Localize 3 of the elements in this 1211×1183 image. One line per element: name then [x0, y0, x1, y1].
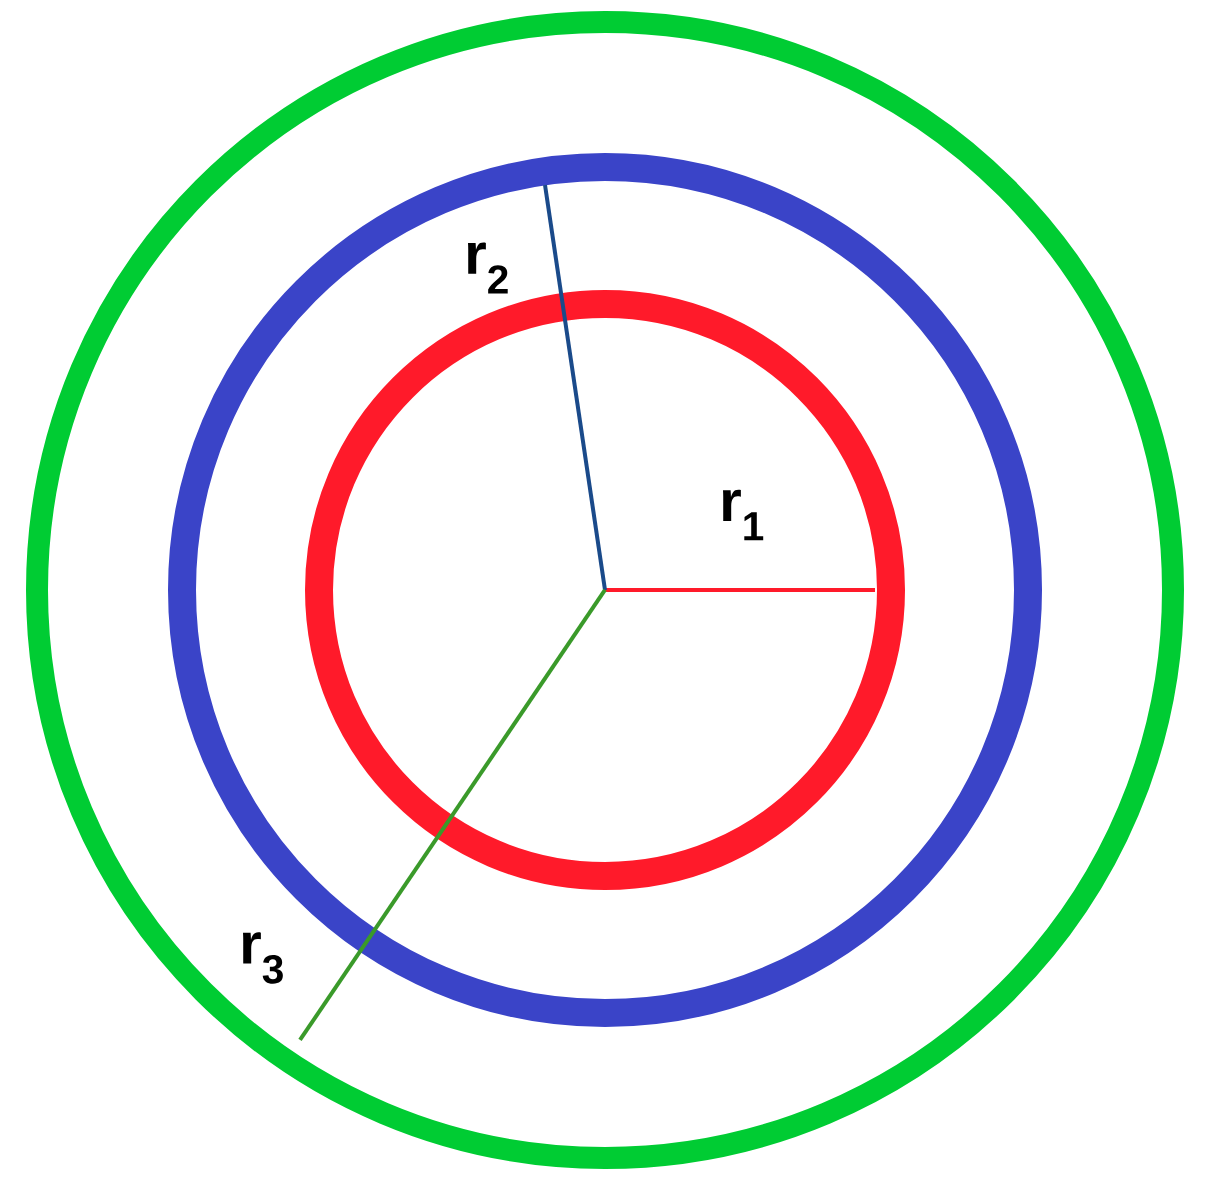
- radius-label: r$_{3}$: [243, 932, 283, 984]
- radius-label: r$_{1}$: [723, 489, 764, 541]
- radius-label: r$_{2}$: [468, 242, 508, 294]
